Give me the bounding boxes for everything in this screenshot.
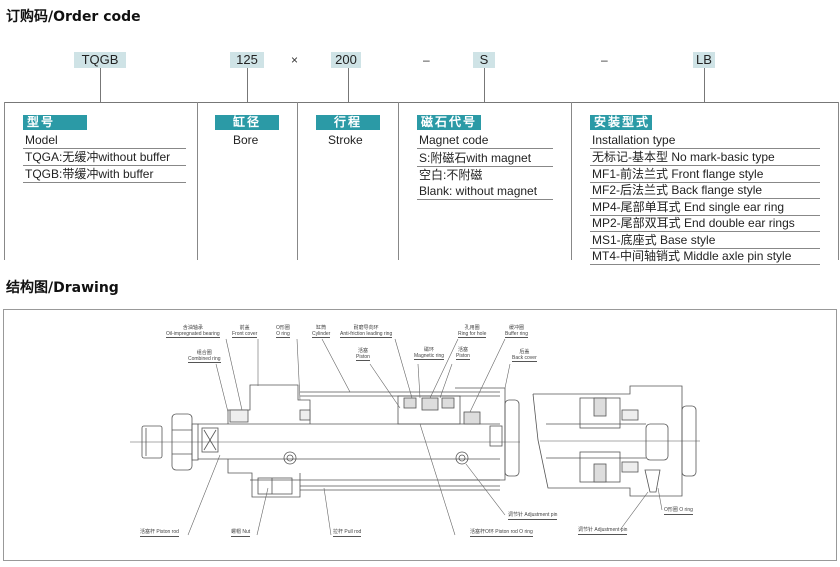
leader-lines-bottom <box>187 423 663 536</box>
order-code-title: 订购码/Order code <box>6 9 141 25</box>
leader-lines <box>215 338 511 413</box>
label-piston-rod: 活塞杆 Piston rod <box>140 529 179 537</box>
install-option: MP2-尾部双耳式 End double ear rings <box>590 215 820 232</box>
code-install: LB <box>693 52 715 68</box>
bore-label: Bore <box>233 133 259 147</box>
model-option: TQGB:带缓冲with buffer <box>23 166 186 183</box>
install-option: MP4-尾部单耳式 End single ear ring <box>590 199 820 216</box>
piston-rod <box>198 423 500 460</box>
column-divider <box>838 102 839 260</box>
order-code-top-rule <box>4 102 838 103</box>
label-o-ring-2: O形圈 O ring <box>664 507 693 515</box>
label-pull-rod: 拉杆 Pull rod <box>333 529 362 537</box>
column-divider <box>571 102 572 260</box>
install-header: 安装型式 <box>590 115 652 130</box>
column-divider <box>398 102 399 260</box>
code-times: × <box>291 53 299 67</box>
adjustment-pin-front <box>283 451 297 465</box>
code-model: TQGB <box>74 52 126 68</box>
cylinder-tube <box>250 391 500 491</box>
install-label: Installation type <box>590 132 820 149</box>
stroke-header: 行程 <box>316 115 380 130</box>
adjustment-pin-back <box>455 451 469 465</box>
connector-magnet <box>484 68 485 102</box>
code-stroke: 200 <box>331 52 361 68</box>
code-magnet: S <box>473 52 495 68</box>
connector-bore <box>247 68 248 102</box>
magnet-option: Blank: without magnet <box>417 183 553 200</box>
code-dash-1: – <box>423 53 430 67</box>
stroke-label: Stroke <box>328 133 363 147</box>
label-adjustment-pin: 调节针 Adjustment pin <box>508 512 558 520</box>
connector-stroke <box>348 68 349 102</box>
column-divider <box>197 102 198 260</box>
drawing-title: 结构图/Drawing <box>6 280 119 296</box>
install-option: MF2-后法兰式 Back flange style <box>590 182 820 199</box>
magnet-label: Magnet code <box>417 132 553 149</box>
bore-header: 缸径 <box>215 115 279 130</box>
back-cover <box>450 387 520 481</box>
connector-model <box>100 68 101 102</box>
label-adjustment-pin-2: 调节针 Adjustment pin <box>578 527 628 535</box>
install-option: MT4-中间轴销式 Middle axle pin style <box>590 248 820 265</box>
column-divider <box>297 102 298 260</box>
install-option: 无标记-基本型 No mark-basic type <box>590 149 820 166</box>
front-cover <box>227 384 311 498</box>
magnet-option: S:附磁石with magnet <box>417 150 553 167</box>
buffer-detail-view <box>532 385 700 497</box>
magnet-option: 空白:不附磁 <box>419 168 483 182</box>
magnet-header: 磁石代号 <box>417 115 481 130</box>
label-piston-rod-o-ring: 活塞杆O环 Piston rod O ring <box>470 529 533 537</box>
label-nut: 螺帽 Nut <box>231 529 251 537</box>
column-divider <box>4 102 5 260</box>
drawing-frame <box>3 309 837 561</box>
model-option: TQGA:无缓冲without buffer <box>23 149 186 166</box>
code-bore: 125 <box>230 52 264 68</box>
install-option: MF1-前法兰式 Front flange style <box>590 166 820 183</box>
tie-rod-nut <box>257 477 293 495</box>
model-header: 型号 <box>23 115 87 130</box>
model-label: Model <box>23 132 186 149</box>
piston <box>397 395 461 425</box>
connector-install <box>704 68 705 102</box>
code-dash-2: – <box>601 53 608 67</box>
install-option: MS1-底座式 Base style <box>590 232 820 249</box>
